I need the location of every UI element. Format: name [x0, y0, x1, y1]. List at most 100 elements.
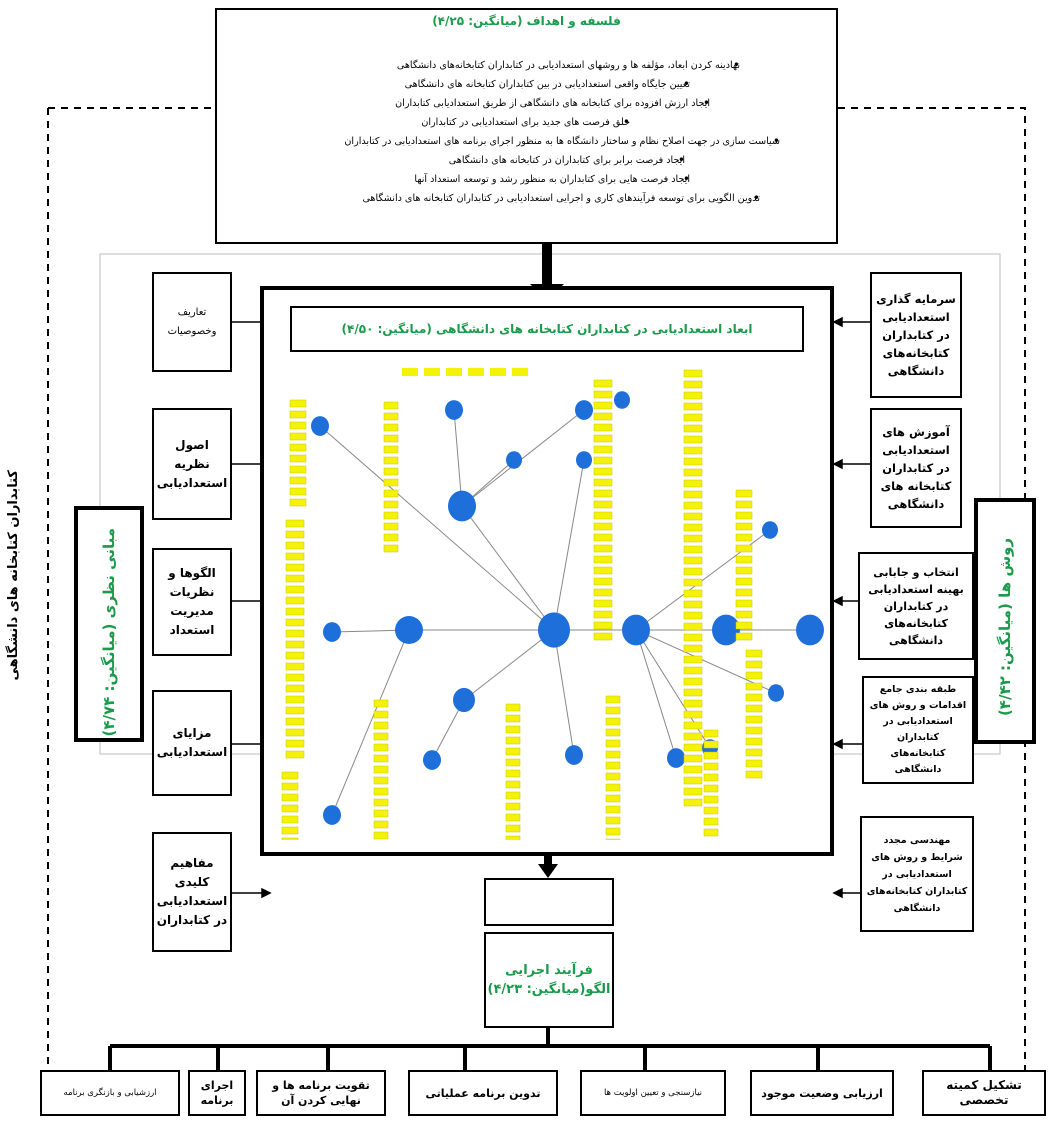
indicator-box — [373, 699, 389, 708]
indicator-box — [605, 772, 621, 781]
left-item-benefits: مزایای استعدادیابی — [152, 690, 232, 796]
indicator-box — [505, 725, 521, 734]
indicator-box — [735, 599, 753, 608]
indicator-box — [683, 710, 703, 719]
indicator-box — [735, 489, 753, 498]
indicator-box — [281, 815, 299, 824]
indicator-box — [289, 498, 307, 507]
latent-node — [506, 451, 522, 469]
indicator-box — [745, 660, 763, 669]
right-item-training: آموزش های استعدادیابی در کتابداران کتابخ… — [870, 408, 962, 528]
indicator-box — [593, 566, 613, 575]
philosophy-item: تعیین جایگاه واقعی استعدادیابی در بین کت… — [217, 75, 840, 94]
indicator-box — [505, 703, 521, 712]
indicator-box — [683, 754, 703, 763]
indicator-box — [683, 413, 703, 422]
indicator-box — [383, 456, 399, 465]
latent-node — [565, 745, 583, 765]
process-label: فرآیند اجرایی الگو(میانگین: ۴/۲۳) — [484, 932, 614, 1028]
philosophy-title: فلسفه و اهداف (میانگین: ۴/۲۵) — [432, 14, 621, 28]
indicator-box — [505, 780, 521, 789]
process-box — [484, 878, 614, 926]
latent-node — [768, 684, 784, 702]
indicator-box — [383, 434, 399, 443]
indicator-box — [285, 618, 305, 627]
indicator-box — [512, 368, 528, 376]
indicator-box — [593, 412, 613, 421]
latent-node — [323, 805, 341, 825]
indicator-box — [683, 391, 703, 400]
indicator-box — [683, 765, 703, 774]
indicator-box — [683, 567, 703, 576]
indicator-box — [745, 671, 763, 680]
model-edge — [461, 409, 585, 507]
indicator-box — [593, 522, 613, 531]
indicator-box — [285, 662, 305, 671]
indicator-box — [683, 479, 703, 488]
indicator-box — [285, 596, 305, 605]
process-title-line2: الگو(میانگین: ۴/۲۳) — [487, 982, 611, 997]
indicator-box — [745, 726, 763, 735]
indicator-box — [683, 523, 703, 532]
indicator-box — [285, 739, 305, 748]
indicator-box — [402, 368, 418, 376]
indicator-box — [373, 831, 389, 840]
indicator-box — [289, 465, 307, 474]
indicator-box — [703, 751, 719, 760]
indicator-box — [285, 629, 305, 638]
indicator-box — [735, 566, 753, 575]
indicator-box — [373, 743, 389, 752]
indicator-box — [703, 828, 719, 837]
indicator-box — [289, 454, 307, 463]
indicator-box — [505, 791, 521, 800]
indicator-box — [683, 446, 703, 455]
indicator-box — [593, 577, 613, 586]
indicator-box — [745, 704, 763, 713]
indicator-box — [683, 589, 703, 598]
indicator-box — [593, 511, 613, 520]
indicator-box — [383, 522, 399, 531]
indicator-box — [683, 699, 703, 708]
indicator-box — [373, 787, 389, 796]
indicator-box — [285, 530, 305, 539]
indicator-box — [605, 794, 621, 803]
left-item-key-concepts: مفاهیم کلیدی استعدادیابی در کتابداران — [152, 832, 232, 952]
indicator-box — [383, 500, 399, 509]
indicator-box — [383, 544, 399, 553]
indicator-box — [735, 555, 753, 564]
indicator-box — [289, 432, 307, 441]
indicator-box — [683, 666, 703, 675]
indicator-box — [683, 776, 703, 785]
indicator-box — [745, 715, 763, 724]
indicator-box — [593, 401, 613, 410]
indicator-box — [683, 369, 703, 378]
indicator-box — [593, 610, 613, 619]
indicator-box — [593, 423, 613, 432]
indicator-box — [285, 706, 305, 715]
latent-node — [712, 614, 740, 646]
indicator-box — [505, 714, 521, 723]
indicator-box — [605, 783, 621, 792]
indicator-box — [289, 399, 307, 408]
indicator-box — [593, 445, 613, 454]
indicator-box — [281, 826, 299, 835]
indicator-box — [285, 673, 305, 682]
indicator-box — [593, 456, 613, 465]
model-edge — [553, 459, 585, 631]
latent-node — [445, 400, 463, 420]
indicator-box — [373, 820, 389, 829]
indicator-box — [683, 380, 703, 389]
indicator-box — [683, 512, 703, 521]
indicator-box — [745, 682, 763, 691]
indicator-box — [285, 541, 305, 550]
structural-model-diagram — [281, 368, 824, 840]
indicator-box — [424, 368, 440, 376]
indicator-box — [735, 588, 753, 597]
step-status-assessment: ارزیابی وضعیت موجود — [750, 1070, 894, 1116]
model-edge — [319, 425, 555, 631]
indicator-box — [683, 622, 703, 631]
indicator-box — [703, 773, 719, 782]
indicator-box — [505, 802, 521, 811]
philosophy-item: سیاست سازی در جهت اصلاح نظام و ساختار دا… — [217, 132, 840, 151]
latent-node — [614, 391, 630, 409]
